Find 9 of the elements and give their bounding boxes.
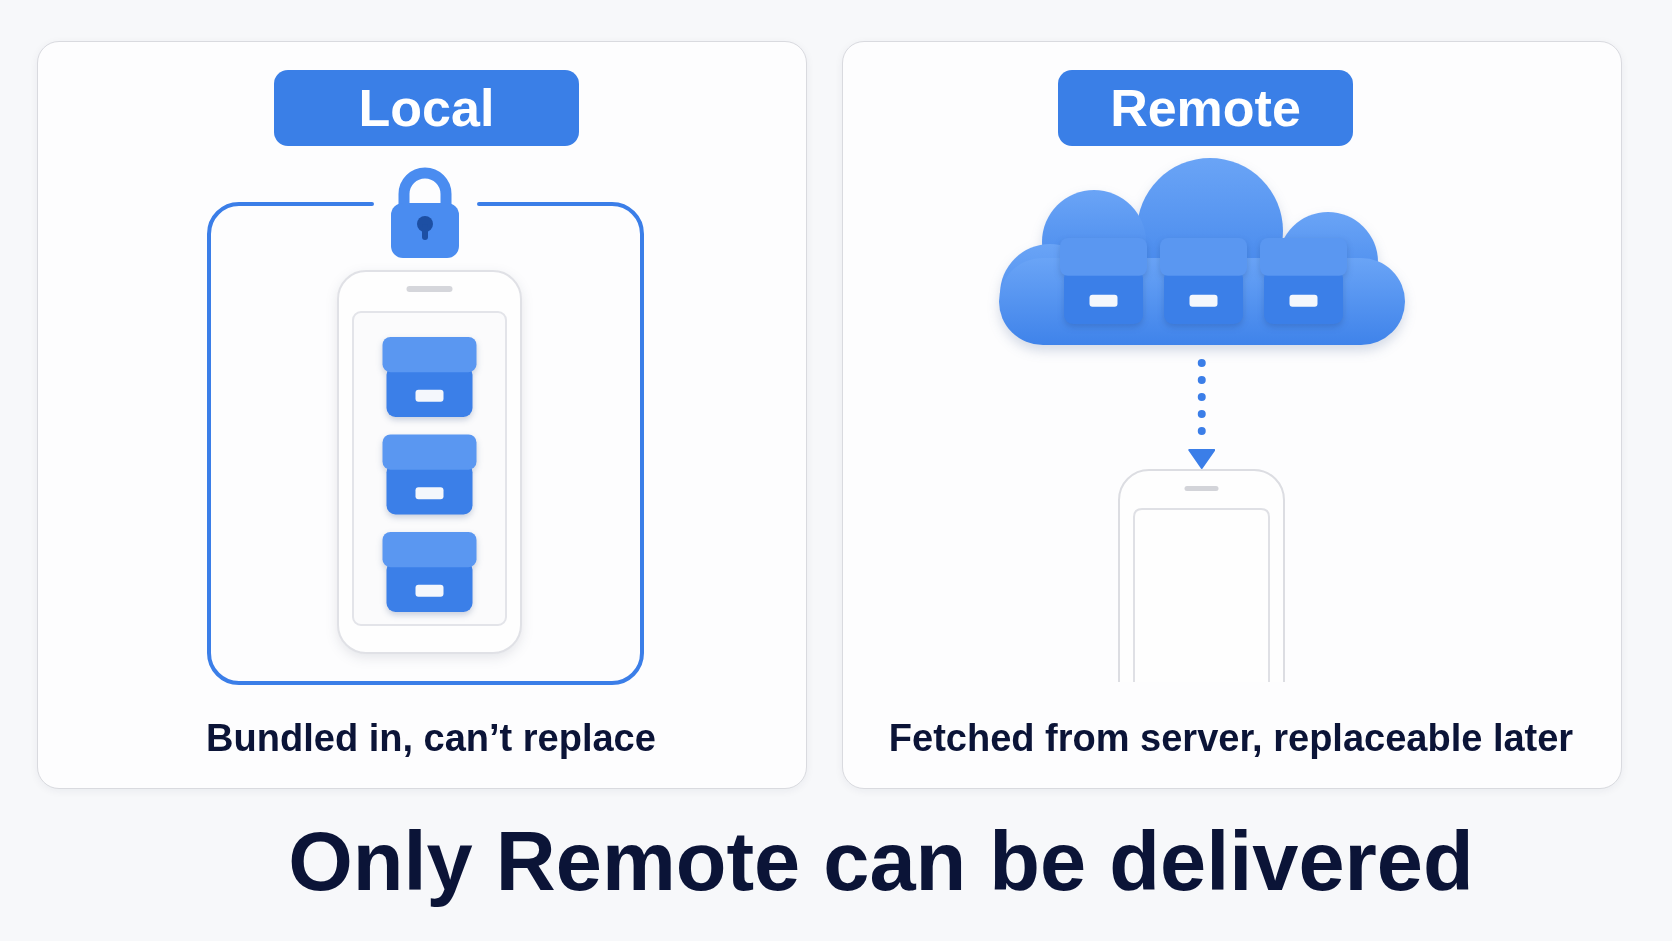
caption-text: Bundled in, can’t replace [206, 716, 656, 761]
panel-card [37, 41, 807, 789]
panel-card [842, 41, 1622, 789]
section-heading: Local [274, 70, 579, 146]
section-heading: Remote [1058, 70, 1353, 146]
phone-illustration [1118, 469, 1285, 682]
caption-text: Fetched from server, replaceable later [888, 716, 1574, 761]
cloud-storage-illustration [998, 158, 1406, 346]
phone-illustration [337, 270, 522, 654]
